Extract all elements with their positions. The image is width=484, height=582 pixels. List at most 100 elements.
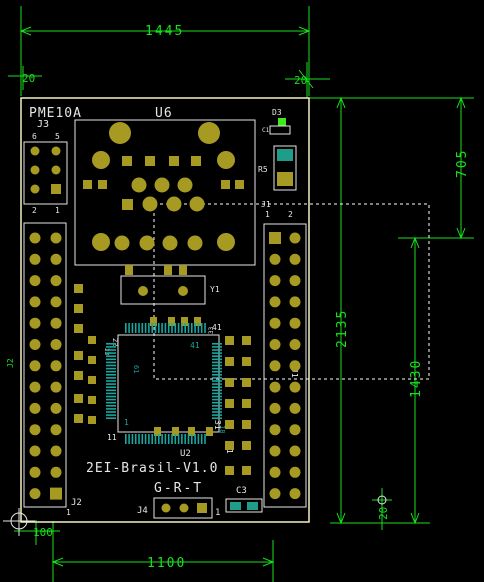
chip-pin <box>200 434 203 444</box>
passive-pad <box>74 304 83 313</box>
j4-outline <box>153 497 213 519</box>
u2-label: U2 <box>180 449 191 459</box>
chip-pin <box>128 434 130 444</box>
chip-pin11-label: 11 <box>107 433 117 442</box>
chip-pin <box>200 323 203 333</box>
j2-pin1-label: 1 <box>66 508 71 517</box>
chip-pin <box>151 323 153 333</box>
j2-pad <box>29 445 41 457</box>
j2-pad <box>29 424 41 436</box>
u6-large-pad <box>92 151 110 169</box>
chip-pin <box>106 405 116 407</box>
dim-tick-right-bottom: 20 <box>377 507 390 520</box>
j1-pad <box>269 445 281 457</box>
passive-pad <box>242 336 251 345</box>
u6-small-pad <box>235 180 244 189</box>
j1-pad <box>289 488 301 500</box>
j2-pad <box>29 317 41 329</box>
j2-label: J2 <box>71 498 82 508</box>
j1-pad <box>269 296 281 308</box>
passive-pad <box>88 376 96 384</box>
y1-pad <box>138 286 148 296</box>
passive-pad <box>242 420 251 429</box>
chip-pin <box>106 398 116 401</box>
chip-pin <box>106 367 116 370</box>
board-outline <box>20 97 310 523</box>
u6-small-pad <box>98 180 107 189</box>
j1-pad <box>269 253 281 265</box>
u6-round-pad <box>114 235 130 251</box>
chip-pin <box>181 434 183 444</box>
j1-pad <box>289 424 301 436</box>
chip-pin <box>106 401 116 404</box>
chip-pin22-label: 22 <box>111 338 119 346</box>
chip-pin <box>212 411 222 413</box>
u6-mount-pad <box>198 122 220 144</box>
chip-pin <box>212 395 222 398</box>
j2-pad <box>50 360 62 372</box>
j4-label: J4 <box>137 506 148 516</box>
j2-pad <box>29 488 41 500</box>
c3-pad-left <box>230 502 241 510</box>
chip-pin <box>134 434 137 444</box>
chip-pin41-top-label: 41 <box>212 323 222 332</box>
passive-pad <box>206 427 213 436</box>
chip-pin <box>212 383 222 385</box>
j1-pin2-label: 2 <box>288 210 293 219</box>
chip-pin <box>187 323 190 333</box>
j3-pin6: 6 <box>32 132 37 141</box>
c1-label: C1 <box>262 127 270 134</box>
j2-pad <box>29 360 41 372</box>
chip-pin <box>106 346 116 348</box>
passive-pad <box>242 441 251 450</box>
u6-large-pad <box>92 233 110 251</box>
chip-pin <box>141 434 144 444</box>
y1-pad <box>178 286 188 296</box>
chip-pin <box>184 323 186 333</box>
chip-pin <box>131 323 134 333</box>
chip-pin <box>106 414 116 416</box>
chip-pin <box>106 417 116 419</box>
chip-pin <box>212 377 222 379</box>
chip-pin <box>212 349 222 351</box>
j2-pad <box>50 466 62 478</box>
passive-pad <box>225 466 234 475</box>
chip-pin <box>144 434 147 444</box>
dim-tick-right-top: 20 <box>294 74 307 87</box>
chip-pin <box>171 434 173 444</box>
j1-pad <box>289 275 301 287</box>
c3-label: C3 <box>236 486 247 496</box>
chip-pin <box>212 358 222 361</box>
j1-pad <box>289 253 301 265</box>
chip-pin <box>148 323 150 333</box>
chip-pin <box>164 434 167 444</box>
u6-round-pad <box>139 235 155 251</box>
chip-pin <box>125 323 127 333</box>
passive-pad <box>150 317 157 326</box>
chip-pin <box>154 323 157 333</box>
j1-pad-square <box>269 232 281 244</box>
j1-pad <box>289 360 301 372</box>
d3-area-labels: D3 R5 C1 J1 1 2 Y1 <box>210 108 293 294</box>
j1-side-label: J1 <box>290 368 299 378</box>
j2-pad <box>29 466 41 478</box>
passive-pad <box>74 394 83 403</box>
passive-pad <box>225 399 234 408</box>
chip-pin <box>171 323 173 333</box>
j2-pad <box>29 402 41 414</box>
j1-pad <box>289 402 301 414</box>
j2-pad <box>50 317 62 329</box>
chip-pin <box>212 405 222 407</box>
passive-pad <box>74 284 83 293</box>
chip-pin33-label: 33 <box>208 326 215 334</box>
j2-outline <box>23 222 67 508</box>
j2-pad <box>50 275 62 287</box>
chip-pin <box>212 398 222 401</box>
chip-pin <box>212 374 222 376</box>
dim-tick-left-top: 20 <box>22 72 35 85</box>
chip-pin <box>167 434 170 444</box>
chip-pin <box>106 386 116 388</box>
passive-pad <box>74 414 83 423</box>
chip-pin <box>161 434 163 444</box>
chip-pin <box>158 434 160 444</box>
